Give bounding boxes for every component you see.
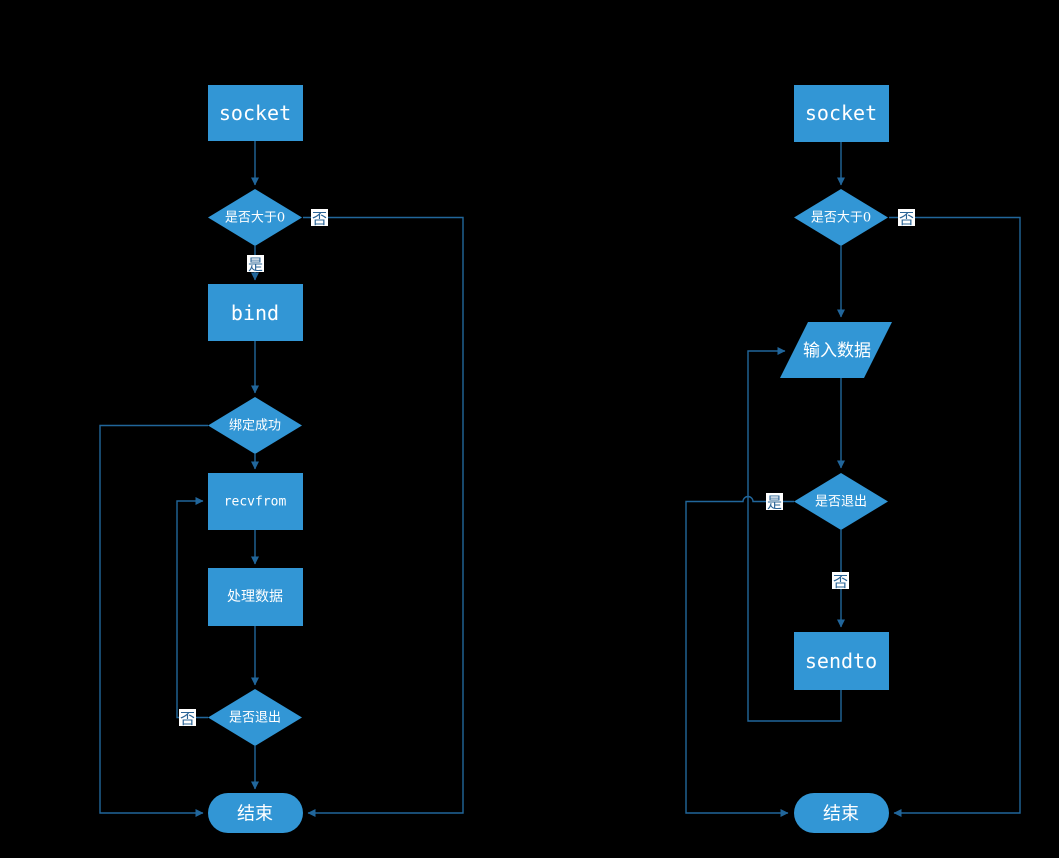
node-server-socket: socket	[208, 85, 303, 141]
node-server-end-label: 结束	[237, 804, 273, 825]
node-server-check-exit: 是否退出	[208, 689, 302, 746]
node-client-input-data: 输入数据	[780, 322, 892, 378]
client-edge-label-gt0-no: 否	[898, 209, 915, 228]
node-client-check-gt0: 是否大于0	[794, 189, 888, 246]
client-edge-label-exit-yes: 是	[766, 493, 783, 512]
flowchart-udp-client: socket 是否大于0 输入数据 是否退出 sendto 结束 否	[685, 85, 1021, 833]
node-client-check-exit: 是否退出	[794, 473, 888, 530]
server-edge-label-exit-no: 否	[179, 709, 196, 728]
server-edges	[99, 141, 464, 817]
edge-client-checkexit-yes-to-end	[685, 495, 794, 817]
node-server-bind-label: bind	[231, 301, 279, 325]
node-server-process-data: 处理数据	[208, 568, 303, 626]
flowchart-udp-server: socket 是否大于0 bind 绑定成功 recvfrom 处理数据 是否退…	[99, 85, 464, 833]
client-edge-label-gt0-no-text: 否	[899, 210, 914, 228]
node-client-end: 结束	[794, 793, 889, 833]
node-server-check-exit-label: 是否退出	[229, 711, 281, 726]
node-server-end: 结束	[208, 793, 303, 833]
node-server-socket-label: socket	[219, 101, 291, 125]
node-server-process-data-label: 处理数据	[227, 589, 283, 605]
edge-client-sendto-loop-to-input	[747, 347, 842, 722]
node-server-check-gt0-label: 是否大于0	[225, 211, 285, 226]
server-edge-label-gt0-no-text: 否	[312, 210, 327, 228]
node-server-recvfrom-label: recvfrom	[224, 495, 287, 510]
node-client-check-exit-label: 是否退出	[815, 495, 867, 510]
client-edge-label-exit-no: 否	[832, 572, 849, 591]
node-client-sendto-label: sendto	[805, 649, 877, 673]
node-server-bind-success-label: 绑定成功	[229, 419, 281, 434]
server-edge-label-gt0-yes: 是	[247, 255, 264, 274]
node-client-sendto: sendto	[794, 632, 889, 690]
node-server-bind: bind	[208, 284, 303, 341]
edge-checkexit-no-loop-to-recvfrom	[176, 497, 208, 719]
node-server-recvfrom: recvfrom	[208, 473, 303, 530]
server-edge-label-gt0-no: 否	[311, 209, 328, 228]
node-server-bind-success: 绑定成功	[208, 397, 302, 454]
edge-bindsuccess-fail-to-end	[99, 424, 208, 817]
node-client-input-data-label: 输入数据	[803, 341, 871, 361]
node-server-check-gt0: 是否大于0	[208, 189, 302, 246]
client-edge-label-exit-yes-text: 是	[767, 494, 782, 512]
edge-client-checkgt0-no-to-end	[889, 216, 1021, 817]
node-client-check-gt0-label: 是否大于0	[811, 211, 871, 226]
node-client-socket-label: socket	[805, 101, 877, 125]
server-edge-label-exit-no-text: 否	[180, 710, 195, 728]
node-client-socket: socket	[794, 85, 889, 142]
server-edge-label-gt0-yes-text: 是	[248, 256, 263, 274]
client-edge-label-exit-no-text: 否	[833, 573, 848, 591]
client-edges	[685, 142, 1021, 817]
edge-checkgt0-no-to-end	[303, 216, 464, 817]
node-client-end-label: 结束	[823, 804, 859, 825]
